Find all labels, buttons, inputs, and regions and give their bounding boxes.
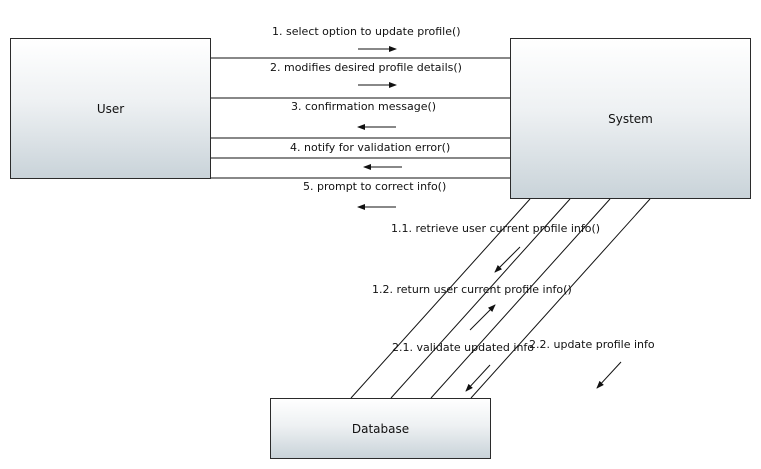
object-system: System bbox=[510, 38, 751, 199]
arrow-m12 bbox=[469, 304, 496, 331]
message-3-label: 3. confirmation message() bbox=[291, 100, 437, 113]
arrow-m21 bbox=[465, 364, 491, 392]
link-system-database-2 bbox=[390, 198, 571, 399]
message-1-label: 1. select option to update profile() bbox=[272, 25, 461, 38]
link-system-database-3 bbox=[430, 198, 611, 399]
object-user: User bbox=[10, 38, 211, 179]
message-1-1-label: 1.1. retrieve user current profile info(… bbox=[391, 222, 601, 235]
link-system-database-4 bbox=[470, 198, 651, 399]
arrow-m11 bbox=[494, 246, 521, 273]
object-database-label: Database bbox=[351, 421, 410, 436]
message-2-label: 2. modifies desired profile details() bbox=[270, 61, 462, 74]
object-user-label: User bbox=[96, 101, 125, 116]
arrow-m22 bbox=[596, 361, 622, 389]
link-system-database-1 bbox=[350, 198, 531, 399]
message-5-label: 5. prompt to correct info() bbox=[303, 180, 447, 193]
message-2-2-label: 2.2. update profile info bbox=[529, 338, 655, 351]
message-1-2-label: 1.2. return user current profile info() bbox=[372, 283, 572, 296]
message-4-label: 4. notify for validation error() bbox=[290, 141, 451, 154]
message-2-1-label: 2.1. validate updated info bbox=[392, 341, 535, 354]
object-system-label: System bbox=[608, 111, 653, 126]
object-database: Database bbox=[270, 398, 491, 459]
